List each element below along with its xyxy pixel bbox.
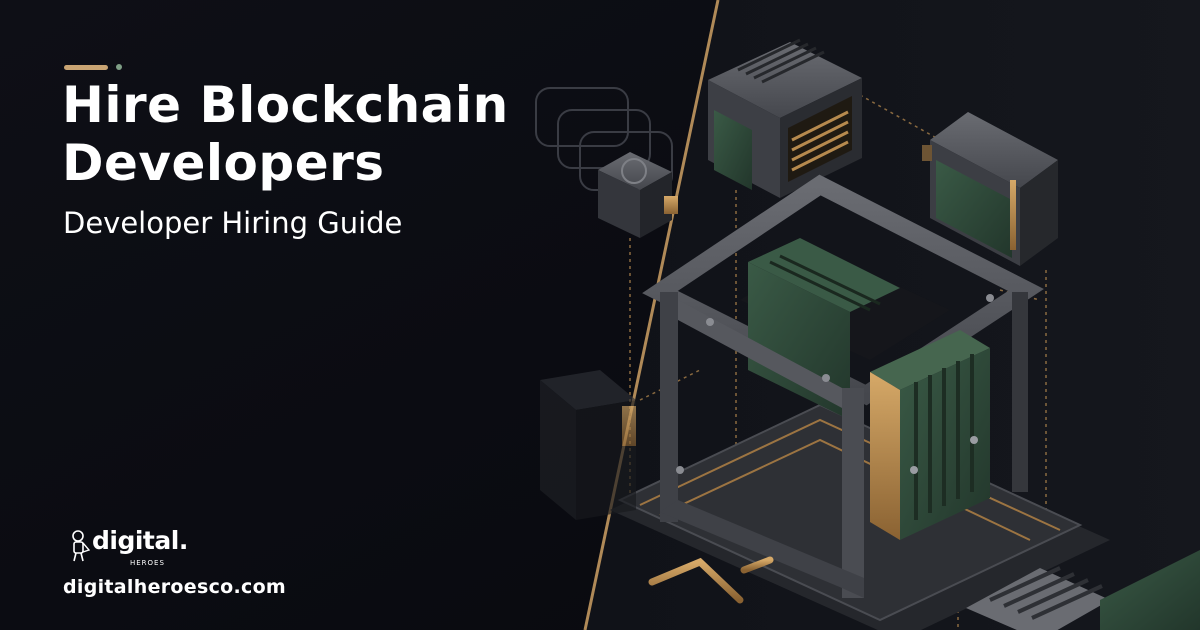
logo-wordmark: digital. <box>92 526 188 555</box>
hero-mascot-icon <box>72 530 90 562</box>
small-cube-module <box>598 152 678 238</box>
bottom-fin-module <box>966 550 1200 630</box>
right-box-module <box>922 112 1058 266</box>
central-frame-module <box>610 174 1110 630</box>
green-accent-dot <box>116 64 122 70</box>
page-title: Hire Blockchain Developers <box>62 76 509 192</box>
logo-subtext: HEROES <box>130 559 165 567</box>
title-accent <box>64 64 122 70</box>
left-shadow-module <box>540 370 636 520</box>
top-cube-module <box>708 38 862 198</box>
gold-accent-bar <box>64 64 108 70</box>
diagonal-gold-divider <box>583 0 720 630</box>
page-subtitle: Developer Hiring Guide <box>63 206 403 240</box>
brand-logo[interactable]: digital. HEROES <box>68 524 208 570</box>
website-link[interactable]: digitalheroesco.com <box>63 576 287 598</box>
